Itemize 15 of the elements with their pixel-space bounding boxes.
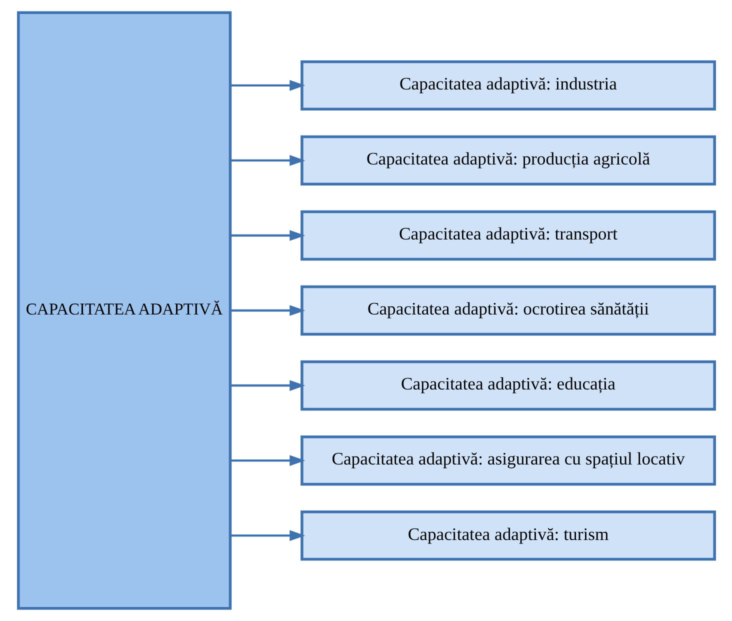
node-box: Capacitatea adaptivă: turism	[300, 510, 716, 561]
node-box: Capacitatea adaptivă: asigurarea cu spațiul locativ	[300, 435, 716, 486]
arrow	[230, 80, 305, 91]
arrow	[230, 530, 305, 541]
node-box: Capacitatea adaptivă: ocrotirea sănătății	[300, 285, 716, 336]
node-box: Capacitatea adaptivă: industria	[300, 60, 716, 111]
node-box: Capacitatea adaptivă: educația	[300, 360, 716, 411]
arrow	[230, 380, 305, 391]
arrow	[230, 455, 305, 466]
node-box: Capacitatea adaptivă: transport	[300, 210, 716, 261]
node-box: CAPACITATEA ADAPTIVĂ	[16, 11, 232, 610]
arrow	[230, 155, 305, 166]
arrow	[230, 305, 305, 316]
node-box: Capacitatea adaptivă: producția agricolă	[300, 135, 716, 186]
arrow	[230, 230, 305, 241]
